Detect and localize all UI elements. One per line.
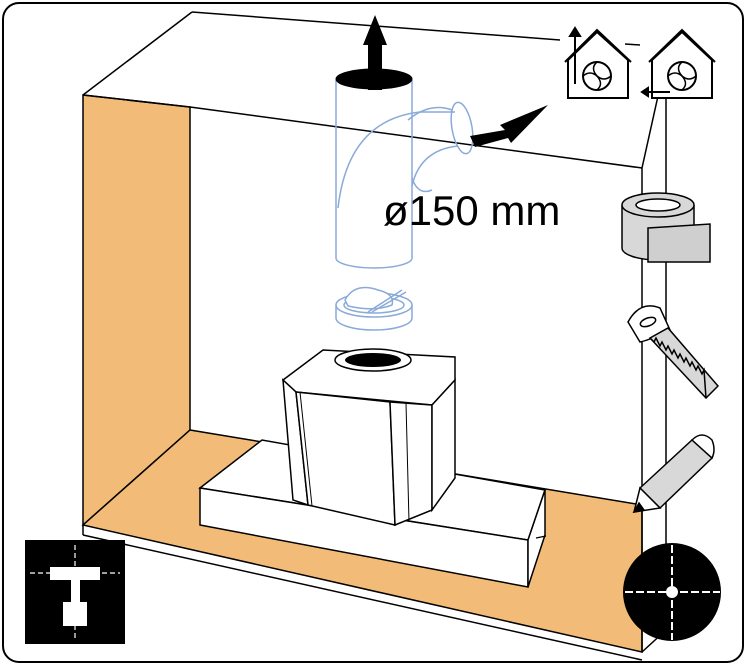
cabinet-top-edge-front — [82, 11, 193, 96]
house-exhaust-mode-icon — [564, 26, 632, 99]
duct-diameter-label: ø150 mm — [383, 187, 561, 234]
connection-arrow — [470, 105, 548, 147]
cabinet-back-top-line — [189, 106, 643, 169]
hood-position-symbol-icon — [25, 540, 125, 644]
motor-outlet-opening — [345, 353, 401, 367]
exhaust-duct-pipe — [335, 80, 413, 269]
pencil-icon — [632, 434, 715, 514]
exhaust-up-arrow — [363, 15, 387, 90]
drill-hole-crosshair-icon — [623, 543, 721, 641]
cabinet-bottom-edge — [82, 534, 643, 661]
adhesive-tape-icon — [621, 192, 711, 263]
house-recirculation-mode-icon — [640, 28, 716, 99]
motor-housing-middle — [295, 391, 396, 526]
handsaw-icon — [627, 305, 720, 400]
motor-housing-right-face — [389, 401, 433, 527]
non-return-valve — [335, 286, 413, 331]
elbow-duct — [337, 101, 474, 209]
